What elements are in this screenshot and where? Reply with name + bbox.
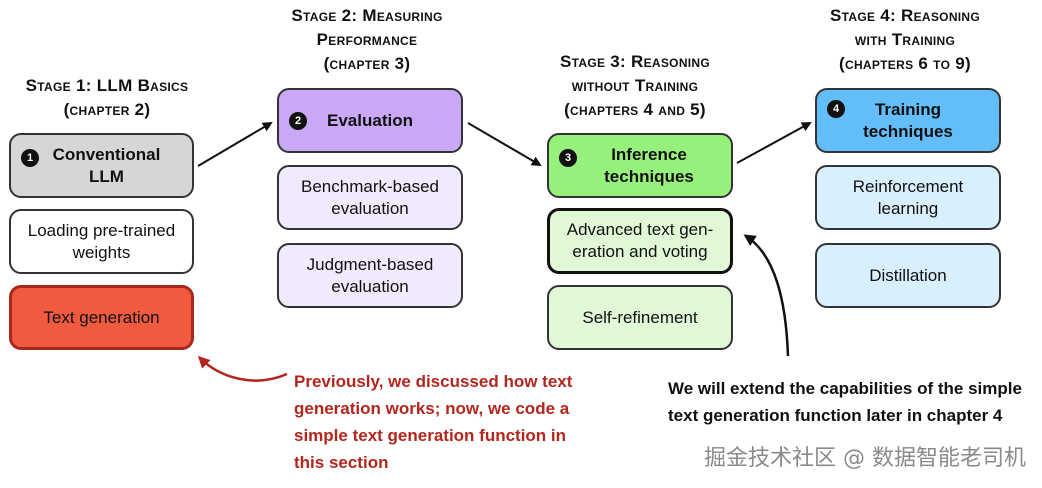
stage-3-heading-line1: Stage 3: Reasoning	[559, 52, 711, 71]
stage-3-number-badge: 3	[559, 149, 577, 167]
stage-1-chapter: (chapter 2)	[63, 100, 151, 119]
red-note-line-1: Previously, we discussed how text	[294, 372, 573, 391]
self-refinement-box: Self-refinement	[547, 285, 733, 350]
extend-capabilities-note: We will extend the capabilities of the s…	[668, 375, 1022, 429]
distillation-label: Distillation	[869, 265, 947, 285]
reinforcement-learning-label: Reinforcement learning	[852, 176, 964, 218]
text-generation-box: Text generation	[9, 285, 194, 350]
stage-3-title: Stage 3: Reasoning without Training (cha…	[530, 50, 740, 122]
stage-2-heading-line1: Stage 2: Measuring	[291, 6, 443, 25]
conventional-llm-box: 1 Conventional LLM	[9, 133, 194, 198]
stage-3-heading-line2: without Training	[571, 76, 699, 95]
stage-4-chapter: (chapters 6 to 9)	[839, 54, 971, 73]
red-note-arrow	[197, 355, 288, 382]
text-generation-label: Text generation	[43, 307, 160, 327]
loading-weights-label: Loading pre-trained weights	[27, 220, 176, 262]
distillation-box: Distillation	[815, 243, 1001, 308]
watermark: 掘金技术社区 @ 数据智能老司机	[704, 446, 1026, 471]
benchmark-evaluation-box: Benchmark-based evaluation	[277, 165, 463, 230]
evaluation-box: 2 Evaluation	[277, 88, 463, 153]
self-refinement-label: Self-refinement	[582, 307, 698, 327]
black-note-arrow	[743, 234, 790, 357]
stage-1-title: Stage 1: LLM Basics (chapter 2)	[2, 74, 212, 122]
stage-1-heading: Stage 1: LLM Basics	[25, 76, 189, 95]
red-note-line-3: simple text generation function in	[294, 426, 567, 445]
evaluation-label: Evaluation	[327, 110, 413, 130]
stage-2-chapter: (chapter 3)	[323, 54, 411, 73]
judgment-evaluation-label: Judgment-based evaluation	[306, 254, 434, 296]
red-note-line-4: this section	[294, 453, 389, 472]
training-techniques-label: Training techniques	[863, 99, 953, 141]
advanced-text-generation-label: Advanced text gen-eration and voting	[566, 220, 714, 261]
black-note-line-1: We will extend the capabilities of the s…	[668, 379, 1022, 398]
stage-4-number-badge: 4	[827, 100, 845, 118]
stage-1-number-badge: 1	[21, 149, 39, 167]
stage-4-heading-line2: with Training	[854, 30, 956, 49]
judgment-evaluation-box: Judgment-based evaluation	[277, 243, 463, 308]
training-techniques-box: 4 Training techniques	[815, 88, 1001, 153]
stage-4-title: Stage 4: Reasoning with Training (chapte…	[800, 4, 1010, 76]
benchmark-evaluation-label: Benchmark-based evaluation	[301, 176, 439, 218]
conventional-llm-label: Conventional LLM	[52, 144, 161, 186]
reinforcement-learning-box: Reinforcement learning	[815, 165, 1001, 230]
loading-weights-box: Loading pre-trained weights	[9, 209, 194, 274]
arrow-stage1-to-stage2	[197, 121, 273, 167]
stage-4-heading-line1: Stage 4: Reasoning	[829, 6, 981, 25]
stage-2-title: Stage 2: Measuring Performance (chapter …	[262, 4, 472, 76]
inference-techniques-label: Inference techniques	[604, 144, 694, 186]
stage-2-heading-line2: Performance	[316, 30, 418, 49]
inference-techniques-box: 3 Inference techniques	[547, 133, 733, 198]
stage-2-number-badge: 2	[289, 112, 307, 130]
advanced-text-generation-box: Advanced text gen-eration and voting	[547, 208, 733, 274]
black-note-line-2: text generation function later in chapte…	[668, 406, 1003, 425]
arrow-stage3-to-stage4	[736, 122, 812, 164]
previous-discussion-note: Previously, we discussed how text genera…	[294, 368, 572, 476]
red-note-line-2: generation works; now, we code a	[294, 399, 570, 418]
stage-3-chapter: (chapters 4 and 5)	[564, 100, 706, 119]
arrow-stage2-to-stage3	[467, 122, 542, 167]
